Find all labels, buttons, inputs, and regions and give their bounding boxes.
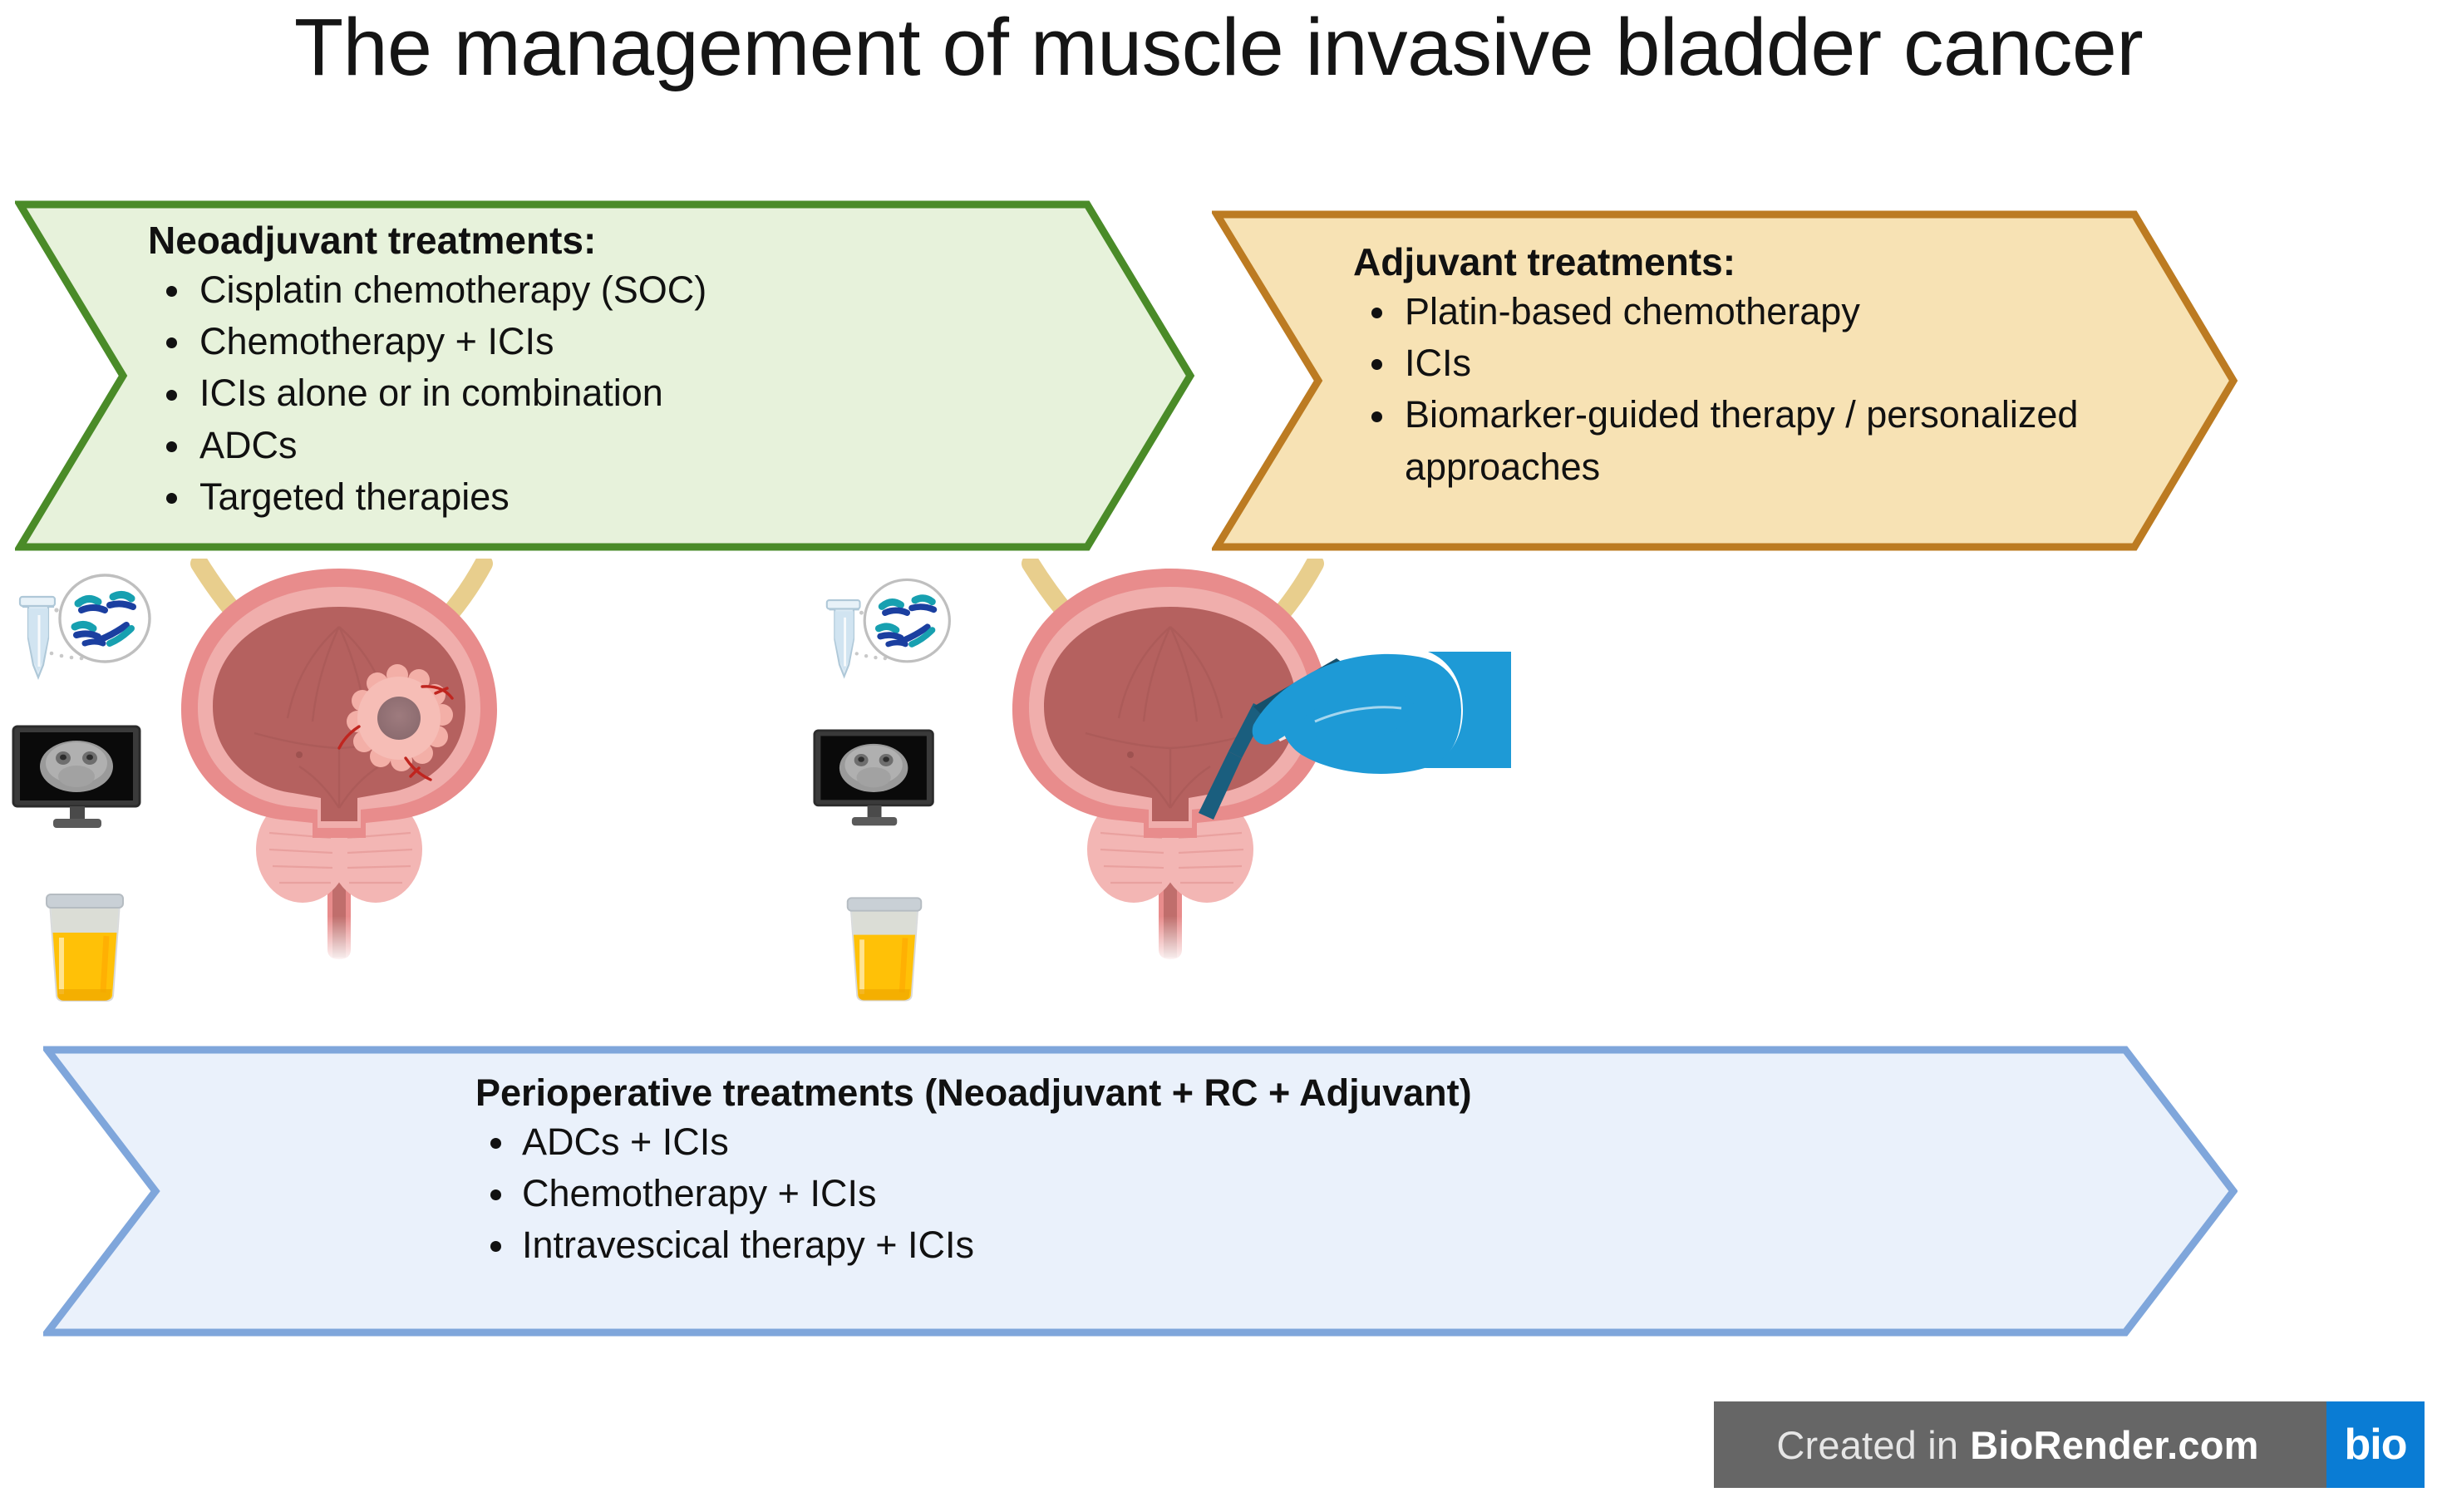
biorender-credit-prefix: Created in [1776, 1422, 1959, 1467]
banner-neoadjuvant-list: Cisplatin chemotherapy (SOC) Chemotherap… [148, 264, 1129, 522]
bullet-icon [166, 389, 177, 401]
chevron-shape-green [15, 199, 1195, 552]
banner-adjuvant-treatments: Adjuvant treatments: Platin-based chemot… [1212, 209, 2238, 552]
list-item: ICIs alone or in combination [148, 367, 1129, 419]
list-item-label: Cisplatin chemotherapy (SOC) [199, 268, 707, 312]
list-item-label: ICIs alone or in combination [199, 372, 663, 415]
bladder-resection-graphic [979, 554, 1528, 1041]
banner-perioperative-list: ADCs + ICIs Chemotherapy + ICIs Intraves… [475, 1116, 2055, 1271]
bladder-with-tumor-illustration [0, 554, 582, 1043]
list-item: ICIs [1353, 337, 2201, 389]
list-item-label: ADCs + ICIs [522, 1120, 729, 1164]
list-item-label: ADCs [199, 423, 298, 466]
list-item-label: Platin-based chemotherapy [1405, 290, 1860, 333]
bullet-icon [166, 337, 177, 349]
list-item-label: ICIs [1405, 342, 1472, 385]
list-item: Chemotherapy + ICIs [148, 316, 1129, 367]
bladder-anatomy-graphic [148, 554, 530, 1041]
banner-neoadjuvant-content: Neoadjuvant treatments: Cisplatin chemot… [148, 218, 1129, 523]
bullet-icon [490, 1138, 501, 1150]
chevron-shape-orange [1212, 209, 2238, 552]
list-item: ADCs + ICIs [475, 1116, 2055, 1168]
ct-scan-monitor-icon [813, 728, 938, 830]
chevron-shape-blue [43, 1046, 2238, 1337]
list-item: Biomarker-guided therapy / personalized … [1353, 389, 2201, 492]
bladder-surgery-illustration [798, 554, 1563, 1043]
biomarker-icon-column [798, 565, 956, 1043]
ct-scan-monitor-icon [12, 725, 145, 831]
urine-sample-cup-icon [841, 891, 928, 1004]
list-item: Cisplatin chemotherapy (SOC) [148, 264, 1129, 316]
list-item: ADCs [148, 420, 1129, 471]
banner-perioperative-treatments: Perioperative treatments (Neoadjuvant + … [43, 1046, 2238, 1337]
bullet-icon [166, 441, 177, 452]
list-item-label: Intravescical therapy + ICIs [522, 1224, 974, 1267]
list-item: Intravescical therapy + ICIs [475, 1219, 2055, 1271]
list-item: Targeted therapies [148, 471, 1129, 523]
list-item: Platin-based chemotherapy [1353, 286, 2201, 337]
page-title: The management of muscle invasive bladde… [293, 2, 2144, 92]
list-item-label: Targeted therapies [199, 475, 510, 518]
biorender-watermark[interactable]: Created in BioRender.com bio [1714, 1401, 2425, 1488]
banner-perioperative-content: Perioperative treatments (Neoadjuvant + … [475, 1071, 2055, 1271]
banner-neoadjuvant-treatments: Neoadjuvant treatments: Cisplatin chemot… [15, 199, 1195, 552]
banner-perioperative-heading: Perioperative treatments (Neoadjuvant + … [475, 1071, 1472, 1114]
biorender-logo: bio [2326, 1401, 2425, 1488]
bullet-icon [1371, 359, 1382, 371]
gloved-hand-with-forceps-icon [1252, 652, 1511, 774]
urine-sample-cup-icon [40, 888, 130, 1004]
bullet-icon [490, 1189, 501, 1201]
biomarker-icon-column [0, 565, 158, 1043]
liquid-biopsy-dna-icon [2, 574, 155, 698]
bullet-icon [490, 1241, 501, 1253]
banner-adjuvant-heading: Adjuvant treatments: [1353, 240, 1736, 283]
list-item-label: Biomarker-guided therapy / personalized … [1405, 393, 2079, 488]
list-item-label: Chemotherapy + ICIs [522, 1172, 877, 1215]
banner-neoadjuvant-heading: Neoadjuvant treatments: [148, 219, 597, 262]
bullet-icon [1371, 308, 1382, 319]
bullet-icon [166, 492, 177, 504]
liquid-biopsy-dna-icon [810, 577, 955, 697]
biorender-credit-text: Created in BioRender.com [1714, 1401, 2326, 1488]
bullet-icon [1371, 411, 1382, 422]
biorender-brand: BioRender.com [1970, 1422, 2259, 1467]
bullet-icon [166, 286, 177, 298]
list-item: Chemotherapy + ICIs [475, 1168, 2055, 1219]
banner-adjuvant-content: Adjuvant treatments: Platin-based chemot… [1353, 239, 2201, 493]
banner-adjuvant-list: Platin-based chemotherapy ICIs Biomarker… [1353, 286, 2201, 492]
list-item-label: Chemotherapy + ICIs [199, 320, 554, 363]
surgical-blade [1199, 703, 1267, 820]
